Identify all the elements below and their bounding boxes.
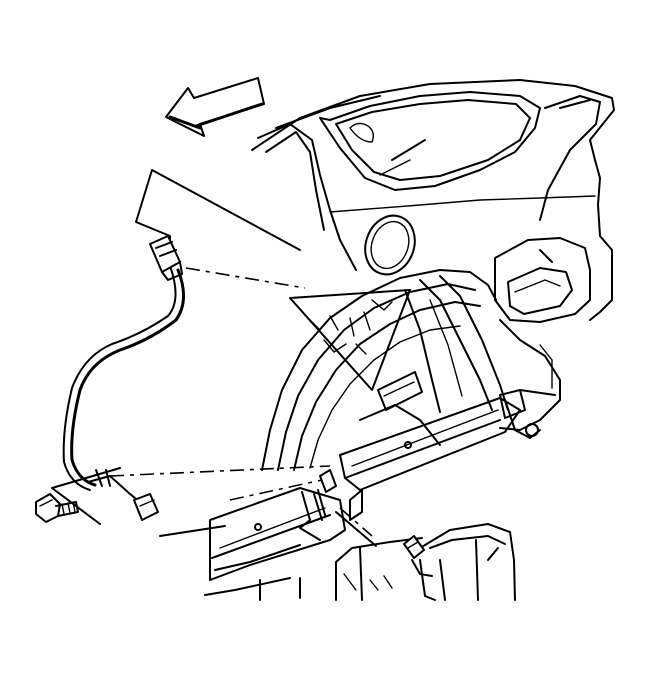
sill-fastener-icon	[313, 469, 337, 521]
bolt-icon	[35, 493, 79, 523]
wheelhouse-section-callout	[289, 289, 411, 391]
quarter-panel	[251, 79, 615, 439]
front-direction-arrow-icon	[165, 77, 265, 137]
wiring-harness	[62, 235, 185, 491]
wheelhouse	[204, 269, 526, 601]
lower-connector-callout	[51, 465, 331, 537]
lower-module	[335, 507, 516, 601]
